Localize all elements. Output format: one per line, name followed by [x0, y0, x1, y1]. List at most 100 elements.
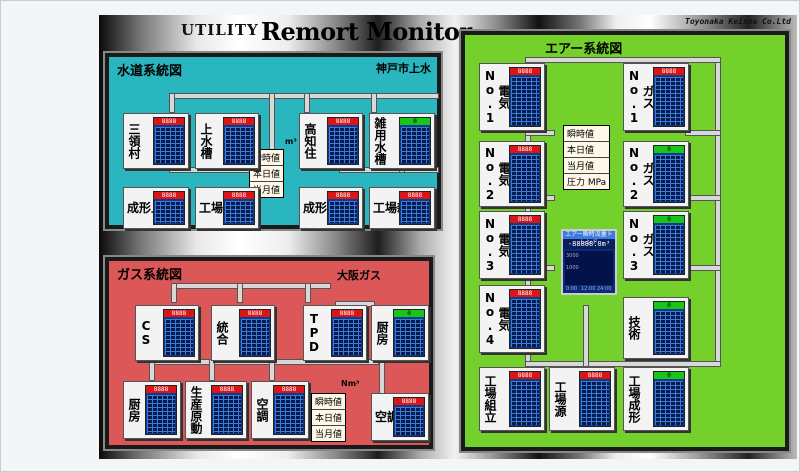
legend-instant: 瞬時値: [564, 126, 610, 142]
meter-bargraph: [241, 319, 269, 355]
status-alarm-indicator: 8888: [510, 216, 540, 223]
meter-gauge: 8888: [509, 215, 541, 275]
status-alarm-indicator: 8888: [240, 310, 270, 317]
water-panel-title: 水道系統図: [117, 64, 183, 79]
air-trend-display[interactable]: エアー瞬時流量トレンド -88888.0m³ 3000 1000 0:00 12…: [561, 229, 617, 295]
meter-gauge: 8888: [153, 117, 185, 165]
meter-label: 上水槽: [199, 123, 213, 159]
meter-label: 三領村: [127, 123, 141, 159]
legend-instant: 瞬時値: [312, 394, 346, 410]
water-meter-7[interactable]: 成形雑水8888: [299, 187, 363, 229]
water-meter-1[interactable]: 三領村 8888: [123, 113, 189, 169]
meter-bargraph: [395, 407, 423, 435]
gas-legend: 瞬時値 本日値 当月値: [311, 393, 347, 442]
meter-bargraph: [165, 319, 193, 355]
meter-label: 高知住: [303, 123, 317, 159]
meter-bargraph: [401, 127, 429, 163]
air-meter-11[interactable]: 工場成形 0: [623, 367, 689, 431]
status-alarm-indicator: 8888: [212, 386, 242, 393]
status-ok-indicator: 0: [394, 310, 424, 317]
legend-today: 本日値: [312, 410, 346, 426]
meter-label: 雑用水槽: [373, 117, 387, 165]
meter-bargraph: [155, 127, 183, 163]
gas-pipe-mid-m2: [269, 359, 275, 381]
air-pipe-top: [525, 57, 721, 63]
meter-bargraph: [511, 155, 539, 201]
status-alarm-indicator: 8888: [400, 192, 430, 199]
meter-bargraph: [225, 201, 253, 223]
gas-meter-8[interactable]: 空調 8888: [371, 393, 429, 441]
meter-bargraph: [511, 299, 539, 347]
status-alarm-indicator: 8888: [510, 68, 540, 75]
water-meter-3[interactable]: 高知住 8888: [299, 113, 363, 169]
water-meter-6[interactable]: 工場上水8888: [195, 187, 259, 229]
meter-gauge: 8888: [509, 145, 541, 203]
gas-pipe-top-m: [237, 283, 243, 303]
meter-label: ガスNo.2: [627, 146, 655, 202]
trend-tick-mid: 1000: [566, 265, 579, 271]
trend-tick-top: 3000: [566, 253, 579, 259]
meter-bargraph: [655, 311, 683, 353]
meter-label: ガスNo.3: [627, 217, 655, 273]
water-meter-8[interactable]: 工場雑水8888: [369, 187, 435, 229]
meter-label: 空調: [375, 410, 395, 424]
status-alarm-indicator: 8888: [510, 372, 540, 379]
meter-label: 工場源: [553, 381, 567, 417]
water-meter-2[interactable]: 上水槽 8888: [195, 113, 259, 169]
meter-gauge: 8888: [223, 117, 255, 165]
trend-plot: [565, 251, 613, 285]
meter-label: 成形雑水: [303, 201, 329, 215]
meter-bargraph: [401, 201, 429, 223]
gas-source-label: 大阪ガス: [337, 269, 381, 282]
status-alarm-indicator: 8888: [510, 146, 540, 153]
meter-bargraph: [147, 395, 175, 433]
meter-label: 工場成形: [627, 375, 641, 423]
meter-gauge: 8888: [653, 67, 685, 127]
meter-gauge: 8888: [327, 117, 359, 165]
trend-header: エアー瞬時流量トレンド: [563, 231, 615, 246]
status-alarm-indicator: 8888: [394, 398, 424, 405]
meter-gauge: 8888: [163, 309, 195, 357]
meter-bargraph: [655, 77, 683, 125]
air-legend: 瞬時値 本日値 当月値 圧力 MPa: [563, 125, 611, 190]
status-alarm-indicator: 8888: [328, 118, 358, 125]
trend-xtick-1: 12:00: [581, 286, 596, 292]
trend-value: -88888.0m³: [563, 239, 615, 249]
meter-bargraph: [225, 127, 253, 163]
status-alarm-indicator: 8888: [510, 290, 540, 297]
gas-pipe-top-r: [305, 283, 311, 303]
status-ok-indicator: 0: [654, 372, 684, 379]
legend-instant: 瞬時値: [250, 150, 284, 166]
meter-label: 電気No.1: [483, 69, 511, 125]
air-pipe-b4: [685, 130, 721, 136]
air-pipe-b5: [685, 195, 721, 201]
meter-gauge: 8888: [509, 67, 541, 127]
water-meter-5[interactable]: 成形上水8888: [123, 187, 189, 229]
water-source-label: 神戸市上水: [376, 62, 431, 75]
legend-pressure: 圧力 MPa: [567, 178, 607, 188]
meter-label: 電気No.2: [483, 146, 511, 202]
meter-label: TPD: [307, 312, 321, 354]
meter-bargraph: [655, 225, 683, 273]
